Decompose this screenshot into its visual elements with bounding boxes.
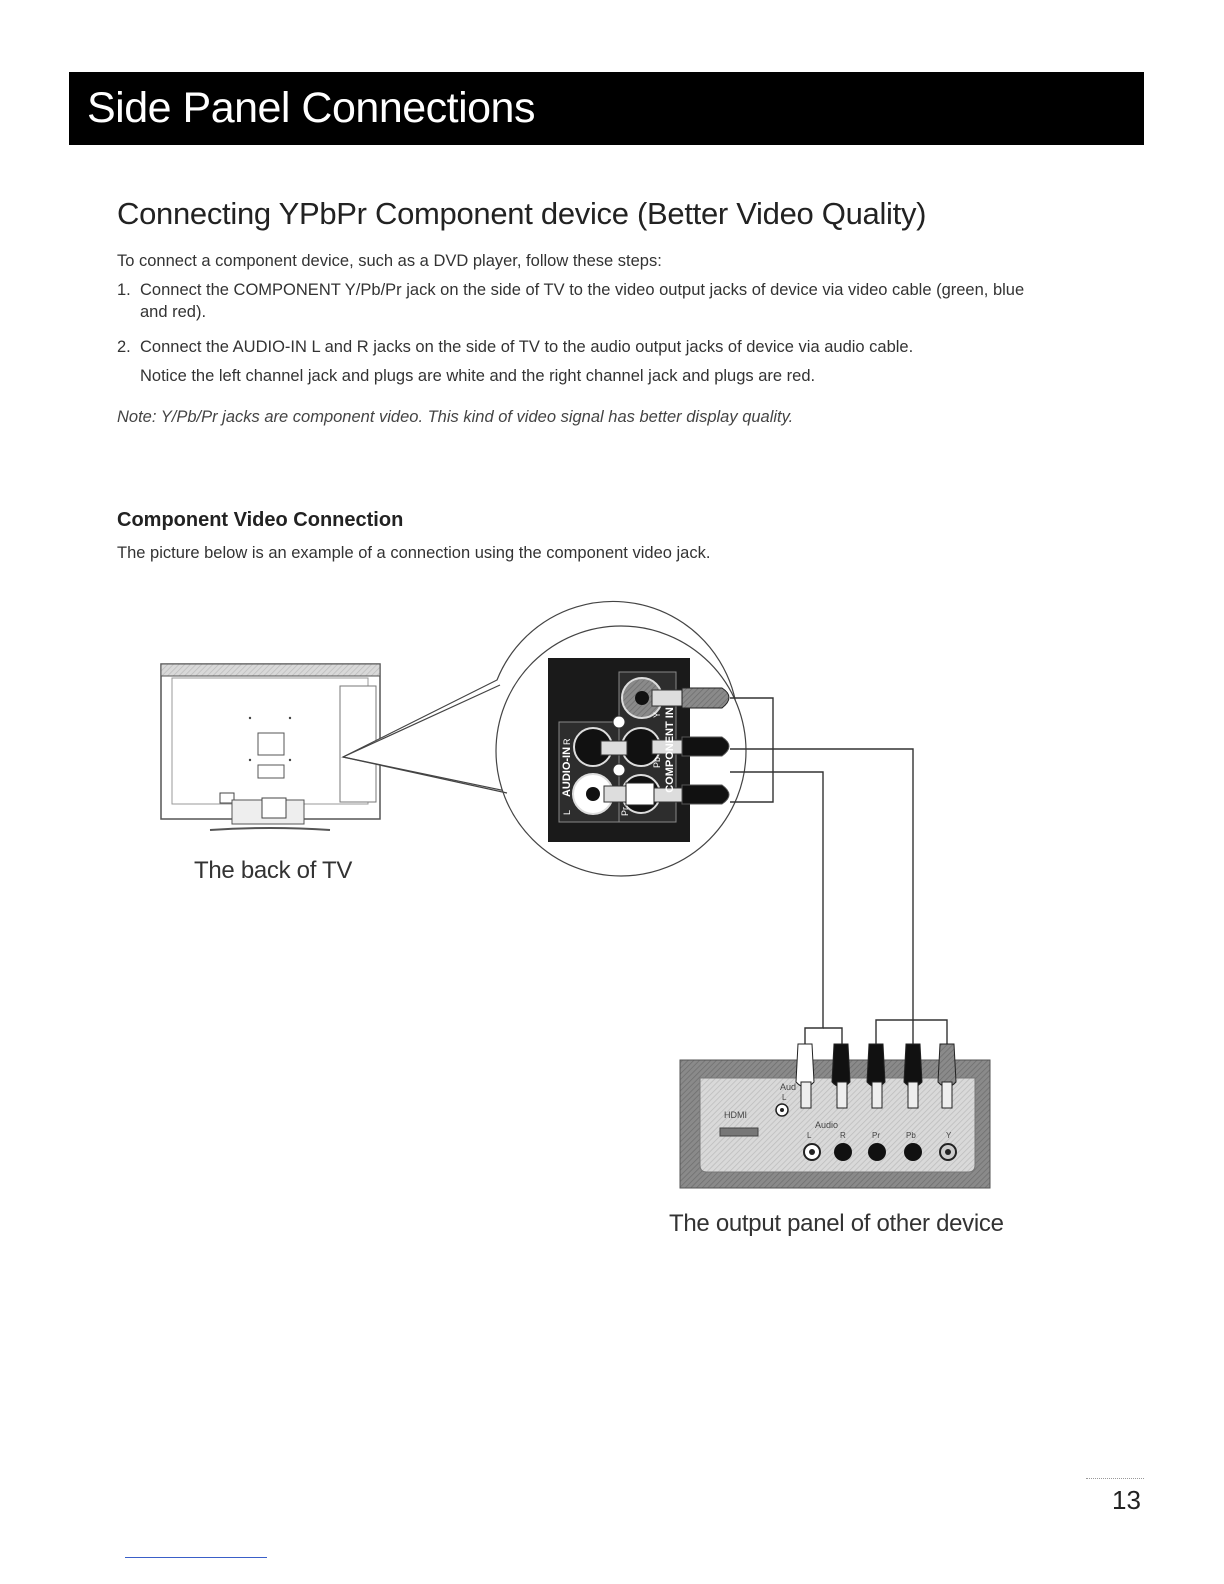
audio-top-l-label: L bbox=[782, 1093, 787, 1102]
page-number-rule bbox=[1086, 1478, 1144, 1479]
step-1-text-continued: and red). bbox=[140, 303, 207, 321]
page-title: Side Panel Connections bbox=[87, 84, 535, 132]
notice-text: Notice the left channel jack and plugs a… bbox=[140, 367, 816, 385]
device-label-pb: Pb bbox=[906, 1131, 916, 1140]
step-2-number: 2. bbox=[117, 338, 131, 356]
tv-back-caption: The back of TV bbox=[194, 857, 353, 884]
audio-top-label: Aud bbox=[780, 1082, 796, 1092]
device-panel-caption: The output panel of other device bbox=[669, 1210, 1004, 1237]
hdmi-label: HDMI bbox=[724, 1110, 747, 1120]
audio-label: Audio bbox=[815, 1120, 838, 1130]
note-text: Note: Y/Pb/Pr jacks are component video.… bbox=[117, 408, 794, 426]
step-2-text: Connect the AUDIO-IN L and R jacks on th… bbox=[140, 338, 914, 356]
tv-side-jack-panel: AUDIO-IN COMPONENT IN L R Y Pb Pr bbox=[548, 658, 730, 842]
page-number: 13 bbox=[1112, 1485, 1141, 1515]
step-1-number: 1. bbox=[117, 281, 131, 299]
audio-in-label: AUDIO-IN bbox=[561, 747, 573, 797]
jack-label-pb: Pb bbox=[652, 757, 662, 768]
device-label-pr: Pr bbox=[872, 1131, 880, 1140]
device-label-r: R bbox=[840, 1131, 846, 1140]
section-title: Connecting YPbPr Component device (Bette… bbox=[117, 196, 927, 231]
component-in-label: COMPONENT IN bbox=[664, 707, 676, 793]
step-2: 2. Connect the AUDIO-IN L and R jacks on … bbox=[117, 336, 913, 358]
step-1-text: Connect the COMPONENT Y/Pb/Pr jack on th… bbox=[140, 281, 1025, 299]
header-banner: Side Panel Connections bbox=[69, 72, 1144, 145]
jack-label-l: L bbox=[562, 810, 572, 815]
connection-cables bbox=[730, 697, 948, 1044]
jack-label-y: Y bbox=[652, 712, 662, 718]
step-1: 1. Connect the COMPONENT Y/Pb/Pr jack on … bbox=[117, 279, 1127, 323]
jack-label-pr: Pr bbox=[620, 807, 630, 816]
tv-back-illustration bbox=[160, 663, 381, 831]
intro-text: To connect a component device, such as a… bbox=[117, 252, 662, 270]
device-label-l: L bbox=[807, 1131, 812, 1140]
subsection-title: Component Video Connection bbox=[117, 509, 404, 531]
subsection-description: The picture below is an example of a con… bbox=[117, 544, 711, 562]
device-label-y: Y bbox=[946, 1131, 952, 1140]
footer-link-line bbox=[125, 1557, 267, 1558]
device-output-panel: HDMI Aud L Audio L R Pr Pb Y bbox=[679, 1043, 991, 1189]
jack-label-r: R bbox=[562, 738, 572, 745]
